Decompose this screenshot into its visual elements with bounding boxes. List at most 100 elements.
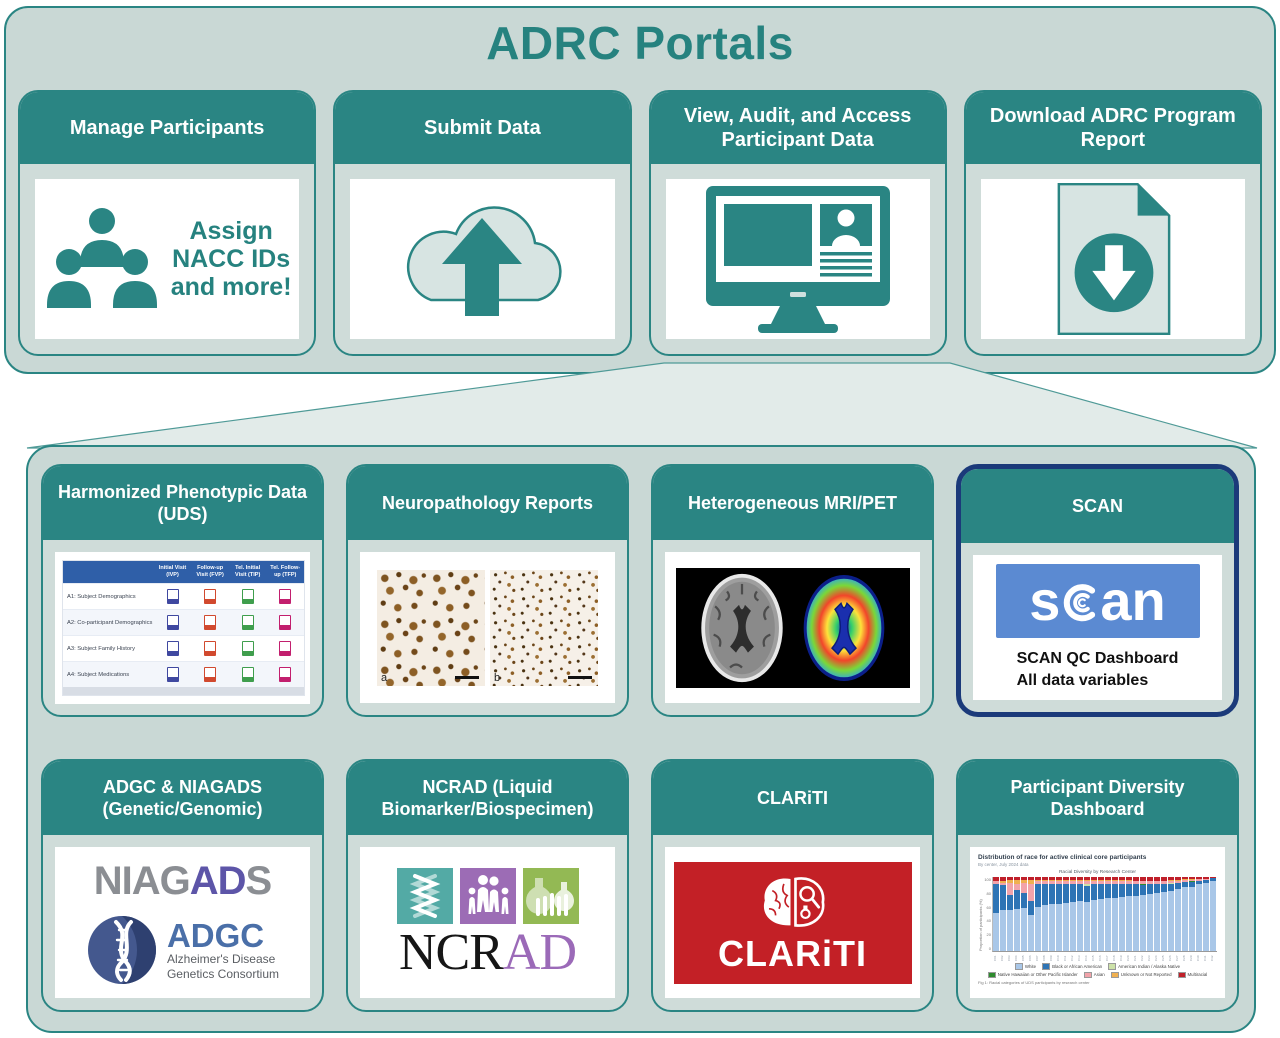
card-uds-body: Initial Visit (IVP)Follow-up Visit (FVP)…	[43, 540, 322, 715]
uds-forms-table: Initial Visit (IVP)Follow-up Visit (FVP)…	[55, 552, 310, 704]
card-diversity-dashboard-title: Participant Diversity Dashboard	[958, 761, 1237, 835]
uds-form-label: A1: Subject Demographics	[67, 593, 136, 600]
scan-logo: s an	[995, 563, 1200, 638]
card-view-audit-access[interactable]: View, Audit, and Access Participant Data	[648, 90, 947, 356]
uds-column-header: Initial Visit (IVP)	[158, 565, 187, 579]
pdf-file-icon[interactable]	[166, 589, 179, 605]
diversity-chart-bars	[992, 877, 1217, 952]
niagads-text-gray1: NIAG	[93, 859, 191, 903]
card-manage-participants[interactable]: Manage Participants	[18, 90, 317, 356]
diversity-chart-ylabel: Proportion of participants (%)	[978, 899, 983, 951]
niagads-logo: NIAGADS	[93, 859, 272, 904]
diversity-chart: Distribution of race for active clinical…	[970, 847, 1225, 998]
card-submit-data[interactable]: Submit Data	[333, 90, 632, 356]
card-submit-data-title: Submit Data	[335, 92, 630, 164]
adgc-tagline-1: Alzheimer's Disease	[166, 952, 276, 967]
pdf-file-icon[interactable]	[279, 667, 292, 683]
niagads-text-purple: AD	[189, 859, 247, 903]
card-submit-data-body	[335, 164, 629, 354]
pdf-file-icon[interactable]	[279, 641, 292, 657]
diversity-bar	[1000, 877, 1006, 951]
uds-column-header: Tel. Follow-up (TFP)	[270, 565, 301, 579]
legend-item: Native Hawaiian or Other Pacific Islande…	[987, 971, 1078, 978]
card-clariti[interactable]: CLARiTI	[651, 759, 934, 1012]
uds-table-row: A4: Subject Medications	[63, 661, 304, 688]
pdf-file-icon[interactable]	[241, 589, 254, 605]
ncrad-text-black: NCR	[398, 924, 504, 982]
card-scan-body: s an SCAN QC Dashboard	[961, 543, 1234, 712]
scan-logo-text-s: s	[1029, 568, 1061, 632]
diversity-bar	[1182, 877, 1188, 951]
diversity-bar	[1210, 877, 1216, 951]
card-manage-participants-body: Assign NACC IDs and more!	[20, 164, 314, 354]
diversity-bar	[1098, 877, 1104, 951]
diversity-bar	[1175, 877, 1181, 951]
card-scan[interactable]: SCAN s an	[956, 464, 1239, 717]
pdf-file-icon[interactable]	[279, 589, 292, 605]
diversity-chart-title: Distribution of race for active clinical…	[978, 854, 1147, 861]
histology-image-a: a	[377, 569, 485, 686]
histology-panel-label: b	[494, 671, 501, 684]
legend-item: Unknown or Not Reported	[1110, 971, 1172, 978]
adgc-dna-circle-icon	[87, 916, 156, 984]
pdf-file-icon[interactable]	[279, 615, 292, 631]
diversity-bar	[1161, 877, 1167, 951]
diversity-bar	[1147, 877, 1153, 951]
pdf-file-icon[interactable]	[204, 589, 217, 605]
ncrad-text-purple: AD	[502, 924, 577, 982]
diversity-chart-subtitle: By center, July 2024 data	[978, 862, 1029, 867]
diversity-bar	[1077, 877, 1083, 951]
monitor-profile-icon	[705, 186, 890, 333]
scale-bar	[455, 675, 479, 679]
diversity-bar	[1028, 877, 1034, 951]
card-adgc-niagads[interactable]: ADGC & NIAGADS (Genetic/Genomic) NIAGADS	[41, 759, 324, 1012]
family-tile-icon	[459, 868, 516, 925]
card-neuropathology[interactable]: Neuropathology Reports a b	[346, 464, 629, 717]
scan-caption-line1: SCAN QC Dashboard	[1016, 649, 1179, 667]
scan-caption-line2: All data variables	[1016, 671, 1149, 689]
histology-image-b: b	[490, 569, 598, 686]
pdf-file-icon[interactable]	[166, 641, 179, 657]
diversity-bar	[1126, 877, 1132, 951]
pdf-file-icon[interactable]	[204, 615, 217, 631]
card-uds[interactable]: Harmonized Phenotypic Data (UDS) Initial…	[41, 464, 324, 717]
card-download-report[interactable]: Download ADRC Program Report	[963, 90, 1262, 356]
uds-table-row: A1: Subject Demographics	[63, 583, 304, 610]
pdf-file-icon[interactable]	[241, 641, 254, 657]
diversity-bar	[1168, 877, 1174, 951]
legend-item: Multiracial	[1177, 971, 1207, 978]
legend-item: American Indian / Alaska Native	[1108, 963, 1180, 970]
diversity-bar	[1056, 877, 1062, 951]
pdf-file-icon[interactable]	[166, 667, 179, 683]
pdf-file-icon[interactable]	[204, 667, 217, 683]
card-ncrad-title: NCRAD (Liquid Biomarker/Biospecimen)	[348, 761, 627, 835]
histology-panel-label: a	[381, 671, 388, 684]
pdf-file-icon[interactable]	[241, 667, 254, 683]
diversity-bar	[1084, 877, 1090, 951]
diversity-bar	[1105, 877, 1111, 951]
brain-scan-images	[675, 567, 910, 688]
card-adgc-niagads-title: ADGC & NIAGADS (Genetic/Genomic)	[43, 761, 322, 835]
portal-detail-panel: Harmonized Phenotypic Data (UDS) Initial…	[26, 445, 1256, 1033]
page-title: ADRC Portals	[486, 17, 794, 69]
clariti-logo: CLARiTI	[673, 861, 912, 984]
card-view-audit-access-body	[651, 164, 945, 354]
uds-table-header: Initial Visit (IVP)Follow-up Visit (FVP)…	[63, 561, 304, 584]
diversity-bar	[1021, 877, 1027, 951]
card-mri-pet[interactable]: Heterogeneous MRI/PET	[651, 464, 934, 717]
diversity-bar	[1154, 877, 1160, 951]
card-scan-title: SCAN	[961, 469, 1234, 543]
scale-bar	[568, 675, 592, 679]
uds-table-row: A3: Subject Family History	[63, 635, 304, 662]
pdf-file-icon[interactable]	[241, 615, 254, 631]
pdf-file-icon[interactable]	[166, 615, 179, 631]
card-ncrad[interactable]: NCRAD (Liquid Biomarker/Biospecimen)	[346, 759, 629, 1012]
card-neuropathology-body: a b	[348, 540, 627, 715]
card-diversity-dashboard[interactable]: Participant Diversity Dashboard Distribu…	[956, 759, 1239, 1012]
uds-table-footer	[63, 687, 304, 696]
card-download-report-title: Download ADRC Program Report	[965, 92, 1260, 164]
pdf-file-icon[interactable]	[204, 641, 217, 657]
